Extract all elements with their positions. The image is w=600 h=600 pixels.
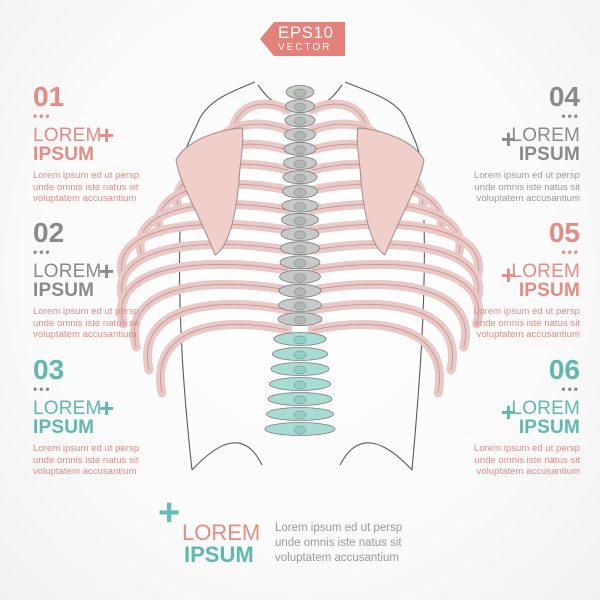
block-title-line2: IPSUM <box>518 417 580 438</box>
block-number: 04 <box>548 81 580 112</box>
info-block-02: 02 ••• + LOREM IPSUM Lorem ipsum ed ut p… <box>33 218 193 341</box>
info-block-01: 01 ••• + LOREM IPSUM Lorem ipsum ed ut p… <box>33 82 193 205</box>
vertebra <box>279 255 321 270</box>
rib-outline <box>121 264 289 325</box>
vertebra <box>282 184 318 199</box>
scapula-left <box>175 127 244 256</box>
plus-icon: + <box>158 492 181 534</box>
block-title-line1: LOREM <box>33 261 102 282</box>
dots-icon: ••• <box>561 382 580 396</box>
block-number: 06 <box>548 354 580 385</box>
vertebra <box>277 312 323 327</box>
spine <box>264 85 336 436</box>
vertebra <box>269 377 331 391</box>
plus-icon: + <box>500 124 516 154</box>
vertebra <box>283 141 317 156</box>
block-title-line1: LOREM <box>511 261 580 282</box>
vertebra <box>285 85 315 99</box>
eps-badge: EPS10 VECTOR <box>250 22 345 56</box>
block-number: 01 <box>33 81 65 112</box>
vertebra <box>267 392 333 406</box>
info-block-06: 06 ••• + LOREM IPSUM Lorem ipsum ed ut p… <box>408 355 580 478</box>
block-title-line2: IPSUM <box>33 144 95 165</box>
plus-icon: + <box>99 393 115 423</box>
vertebra <box>279 269 321 284</box>
rib-outline <box>311 284 466 348</box>
dots-icon: ••• <box>33 245 52 259</box>
dots-icon: ••• <box>33 382 52 396</box>
vertebra <box>273 332 327 346</box>
info-block-05: 05 ••• + LOREM IPSUM Lorem ipsum ed ut p… <box>408 218 580 341</box>
vertebra <box>283 156 317 170</box>
rib-outline <box>147 304 289 371</box>
ribbon-tag-icon <box>260 22 345 56</box>
rib-outline <box>311 304 453 371</box>
info-block-04: 04 ••• + LOREM IPSUM Lorem ipsum ed ut p… <box>408 82 580 205</box>
block-title-line2: IPSUM <box>33 417 95 438</box>
block-title-line2: IPSUM <box>33 280 95 301</box>
vertebra <box>278 283 322 298</box>
vertebra <box>281 212 319 227</box>
dots-icon: ••• <box>561 109 580 123</box>
plus-icon: + <box>99 256 115 286</box>
rib-outline <box>121 223 289 279</box>
rib-outline <box>311 264 479 325</box>
vertebra <box>278 298 322 312</box>
block-title-line1: LOREM <box>511 398 580 419</box>
vertebra <box>282 170 318 185</box>
rib-outline <box>311 243 479 302</box>
block-title-line1: LOREM <box>33 125 102 146</box>
vertebra <box>266 407 334 421</box>
block-title-line2: IPSUM <box>518 144 580 165</box>
vertebra <box>285 99 315 114</box>
plus-icon: + <box>500 397 516 427</box>
rib-outline <box>134 284 289 348</box>
block-title-line1: LOREM <box>511 125 580 146</box>
block-title-line1: LOREM <box>33 398 102 419</box>
vertebra <box>284 113 316 128</box>
rib-outline <box>311 324 440 394</box>
rib-outline <box>160 324 289 394</box>
bottom-title-line2: IPSUM <box>184 542 254 567</box>
block-number: 03 <box>33 354 65 385</box>
block-title-line2: IPSUM <box>518 280 580 301</box>
plus-icon: + <box>500 260 516 290</box>
vertebra <box>280 241 320 256</box>
vertebra <box>264 422 336 436</box>
badge-subtext: VECTOR <box>278 42 332 53</box>
badge-text: EPS10 <box>278 23 334 42</box>
vertebra <box>281 198 319 213</box>
dots-icon: ••• <box>561 245 580 259</box>
block-number: 02 <box>33 217 65 248</box>
block-number: 05 <box>548 217 580 248</box>
scapula-right <box>356 127 425 256</box>
rib-outline <box>311 223 479 279</box>
rib-outline <box>121 243 289 302</box>
vertebra <box>272 347 328 361</box>
vertebra <box>270 362 330 376</box>
bottom-title-line1: LOREM <box>182 520 261 545</box>
info-block-03: 03 ••• + LOREM IPSUM Lorem ipsum ed ut p… <box>33 355 193 478</box>
vertebra <box>284 127 316 142</box>
plus-icon: + <box>99 120 115 150</box>
vertebra <box>280 227 320 241</box>
dots-icon: ••• <box>33 109 52 123</box>
